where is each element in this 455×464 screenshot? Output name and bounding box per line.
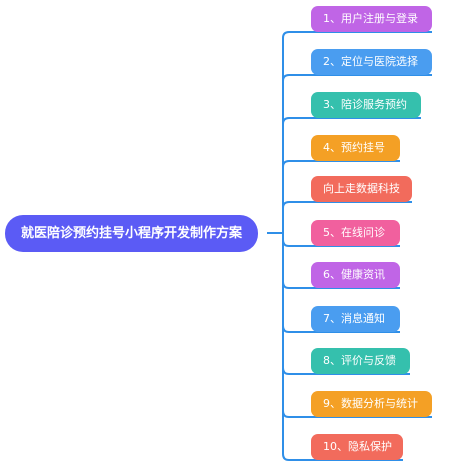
branch-topic-9[interactable]: 8、评价与反馈 (311, 348, 410, 374)
branch-topic-label: 5、在线问诊 (323, 226, 385, 239)
root-topic-label: 就医陪诊预约挂号小程序开发制作方案 (21, 226, 243, 241)
branch-topic-label: 10、隐私保护 (323, 440, 392, 453)
branch-topic-label: 1、用户注册与登录 (323, 12, 418, 25)
branch-topic-11[interactable]: 10、隐私保护 (311, 434, 403, 460)
branch-connector-4 (282, 160, 400, 233)
branch-topic-label: 4、预约挂号 (323, 141, 385, 154)
branch-topic-2[interactable]: 2、定位与医院选择 (311, 49, 432, 75)
branch-topic-6[interactable]: 5、在线问诊 (311, 220, 400, 246)
branch-connector-2 (282, 74, 432, 233)
branch-topic-label: 2、定位与医院选择 (323, 55, 418, 68)
branch-topic-10[interactable]: 9、数据分析与统计 (311, 391, 432, 417)
branch-topic-8[interactable]: 7、消息通知 (311, 306, 400, 332)
branch-topic-4[interactable]: 4、预约挂号 (311, 135, 400, 161)
branch-topic-label: 8、评价与反馈 (323, 354, 396, 367)
branch-topic-label: 9、数据分析与统计 (323, 397, 418, 410)
root-topic[interactable]: 就医陪诊预约挂号小程序开发制作方案 (5, 215, 259, 252)
branch-topic-label: 向上走数据科技 (323, 182, 400, 195)
branch-topic-3[interactable]: 3、陪诊服务预约 (311, 92, 421, 118)
branch-connector-1 (282, 31, 432, 233)
branch-topic-5[interactable]: 向上走数据科技 (311, 176, 412, 202)
branch-connector-5 (282, 201, 412, 233)
branch-topic-label: 7、消息通知 (323, 312, 385, 325)
branch-connector-3 (282, 117, 421, 233)
branch-topic-label: 6、健康资讯 (323, 268, 385, 281)
branch-topic-label: 3、陪诊服务预约 (323, 98, 407, 111)
branch-topic-1[interactable]: 1、用户注册与登录 (311, 6, 432, 32)
branch-connector-11 (282, 233, 403, 461)
branch-topic-7[interactable]: 6、健康资讯 (311, 262, 400, 288)
